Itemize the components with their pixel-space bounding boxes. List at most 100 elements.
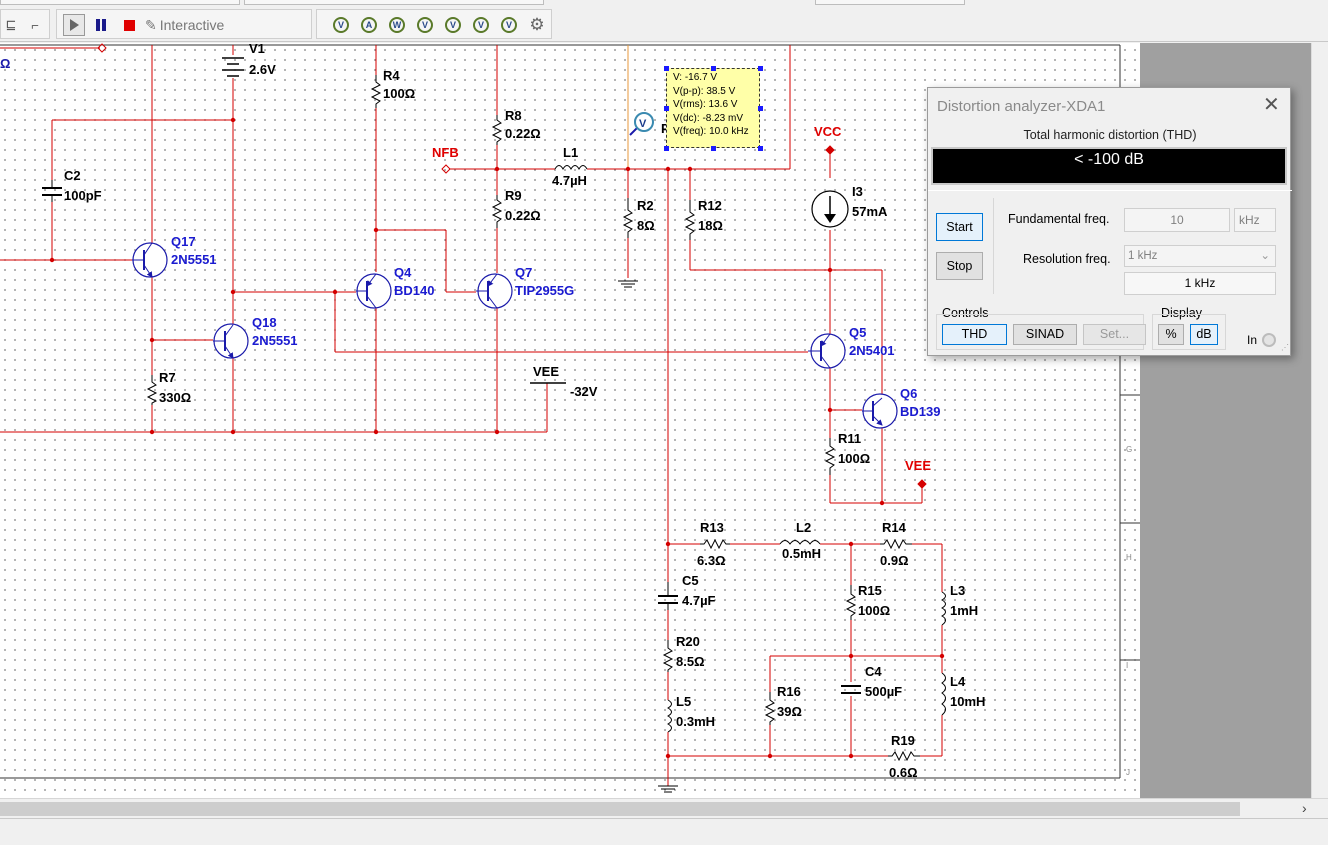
r8-value: 0.22Ω xyxy=(505,126,541,141)
border-letter-g: G xyxy=(1126,445,1132,454)
probe-handle-bm[interactable] xyxy=(711,146,716,151)
display-label: Display xyxy=(1161,306,1202,320)
step-icon[interactable]: ⊑ xyxy=(5,17,17,32)
close-icon[interactable]: ✕ xyxy=(1263,94,1280,116)
battery-v1[interactable]: V1 2.6V xyxy=(222,43,276,77)
set-button[interactable]: Set... xyxy=(1083,324,1146,345)
stop-button[interactable] xyxy=(119,15,139,35)
schematic-canvas[interactable]: G H I J xyxy=(0,43,1140,798)
nfb-port[interactable]: NFB xyxy=(432,145,459,174)
horizontal-scrollbar[interactable]: › xyxy=(0,798,1328,818)
probe-handle-br[interactable] xyxy=(758,146,763,151)
top-tab-3[interactable] xyxy=(815,0,965,5)
stop-square-icon xyxy=(123,19,135,31)
l4-value: 10mH xyxy=(950,694,985,709)
transistor-q17[interactable]: Q17 2N5551 xyxy=(132,234,217,278)
probe-handle-bl[interactable] xyxy=(664,146,669,151)
digital-probe-button[interactable]: V xyxy=(471,15,491,35)
l5-ref: L5 xyxy=(676,694,691,709)
inductor-l1[interactable]: L1 4.7µH xyxy=(552,145,588,188)
vee-port[interactable]: VEE xyxy=(905,458,931,489)
inductor-l3[interactable]: L3 1mH xyxy=(940,583,978,626)
r11-value: 100Ω xyxy=(838,451,870,466)
resistor-r16[interactable]: R16 39Ω xyxy=(764,684,802,725)
status-bar xyxy=(0,818,1328,845)
resistor-r12[interactable]: R12 18Ω xyxy=(684,198,723,240)
pulse-icon[interactable]: ⌐ xyxy=(31,17,39,33)
start-button[interactable]: Start xyxy=(936,213,983,241)
probe-readout[interactable]: V: -16.7 V V(p-p): 38.5 V V(rms): 13.6 V… xyxy=(664,66,763,151)
top-tab-2[interactable] xyxy=(244,0,544,5)
thd-button[interactable]: THD xyxy=(942,324,1007,345)
transistor-q4[interactable]: Q4 BD140 xyxy=(356,265,434,309)
interactive-mode-button[interactable]: ✎Interactive xyxy=(145,15,245,35)
probe-w-icon: W xyxy=(389,17,405,33)
transistor-q18[interactable]: Q18 2N5551 xyxy=(213,315,298,359)
voltage-probe-button[interactable]: V xyxy=(331,15,351,35)
resistor-r14[interactable]: R14 0.9Ω xyxy=(880,520,912,568)
vee-ref: VEE xyxy=(533,364,559,379)
top-tab-1[interactable] xyxy=(0,0,240,5)
r20-value: 8.5Ω xyxy=(676,654,705,669)
current-source-i3[interactable]: I3 57mA xyxy=(811,184,888,228)
reference-probe-button[interactable]: V xyxy=(443,15,463,35)
resistor-r11[interactable]: R11 100Ω xyxy=(824,431,870,475)
vee-supply[interactable]: VEE -32V xyxy=(530,364,598,399)
vertical-scrollbar[interactable] xyxy=(1311,43,1328,798)
transistor-q7[interactable]: Q7 TIP2955G xyxy=(476,265,574,309)
l3-ref: L3 xyxy=(950,583,965,598)
r19-value: 0.6Ω xyxy=(889,765,918,780)
db-button[interactable]: dB xyxy=(1190,324,1218,345)
resize-grip-icon[interactable]: ⋰ xyxy=(1281,343,1289,352)
fundamental-freq-input[interactable]: 10 xyxy=(1124,208,1230,232)
resistor-r9[interactable]: R9 0.22Ω xyxy=(491,188,541,228)
wrench-icon: ✎ xyxy=(145,16,157,33)
percent-button[interactable]: % xyxy=(1158,324,1184,345)
resistor-r4[interactable]: R4 100Ω xyxy=(370,68,415,108)
probe-handle-tl[interactable] xyxy=(664,66,669,71)
distortion-analyzer-window[interactable]: Distortion analyzer-XDA1 ✕ Total harmoni… xyxy=(927,87,1292,356)
probe-v-icon: V xyxy=(333,17,349,33)
horizontal-scroll-thumb[interactable] xyxy=(0,802,1240,816)
probe-dv-icon: V xyxy=(417,17,433,33)
resistor-r8[interactable]: R8 0.22Ω xyxy=(491,108,541,145)
probe-handle-tm[interactable] xyxy=(711,66,716,71)
probe-connector[interactable]: V P xyxy=(629,112,670,136)
capacitor-c2[interactable]: C2 100pF xyxy=(42,168,102,203)
probe-handle-tr[interactable] xyxy=(758,66,763,71)
current-probe-button[interactable]: A xyxy=(359,15,379,35)
capacitor-c4[interactable]: C4 500µF xyxy=(841,664,902,699)
l5-value: 0.3mH xyxy=(676,714,715,729)
sinad-button[interactable]: SINAD xyxy=(1013,324,1077,345)
probe-handle-mr[interactable] xyxy=(758,106,763,111)
inductor-l5[interactable]: L5 0.3mH xyxy=(666,694,715,733)
inductor-l4[interactable]: L4 10mH xyxy=(941,672,985,716)
vcc-port[interactable]: VCC xyxy=(814,124,842,155)
c5-value: 4.7µF xyxy=(682,593,716,608)
resistor-r2[interactable]: R2 8Ω xyxy=(618,198,655,288)
power-probe-button[interactable]: W xyxy=(387,15,407,35)
inductor-l2[interactable]: L2 0.5mH xyxy=(779,520,821,561)
run-button[interactable] xyxy=(63,14,85,36)
probe-clock-icon: V xyxy=(501,17,517,33)
resistor-r20[interactable]: R20 8.5Ω xyxy=(662,634,705,672)
transistor-q6[interactable]: Q6 BD139 xyxy=(862,386,940,429)
stop-button-dialog[interactable]: Stop xyxy=(936,252,983,280)
probe-clock-button[interactable]: V xyxy=(499,15,519,35)
resolution-freq-select[interactable]: 1 kHz⌄ xyxy=(1124,245,1276,267)
capacitor-c5[interactable]: C5 4.7µF xyxy=(658,573,716,610)
resistor-r15[interactable]: R15 100Ω xyxy=(845,583,890,620)
input-terminal-icon[interactable] xyxy=(1262,333,1276,347)
diff-voltage-probe-button[interactable]: V xyxy=(415,15,435,35)
resistor-r19[interactable]: R19 0.6Ω xyxy=(888,733,920,780)
probe-handle-ml[interactable] xyxy=(664,106,669,111)
probe-settings-button[interactable]: ⚙ xyxy=(527,15,547,35)
resistor-r7[interactable]: R7 330Ω xyxy=(146,370,191,405)
scroll-right-arrow-icon[interactable]: › xyxy=(1302,800,1307,816)
transistor-q5[interactable]: Q5 2N5401 xyxy=(808,325,895,369)
probe-vdc: V(dc): -8.23 mV xyxy=(673,112,744,124)
resistor-r13[interactable]: R13 6.3Ω xyxy=(697,520,730,568)
pause-button[interactable] xyxy=(91,15,111,35)
gear-icon: ⚙ xyxy=(529,15,545,34)
fundamental-freq-unit[interactable]: kHz xyxy=(1234,208,1276,232)
